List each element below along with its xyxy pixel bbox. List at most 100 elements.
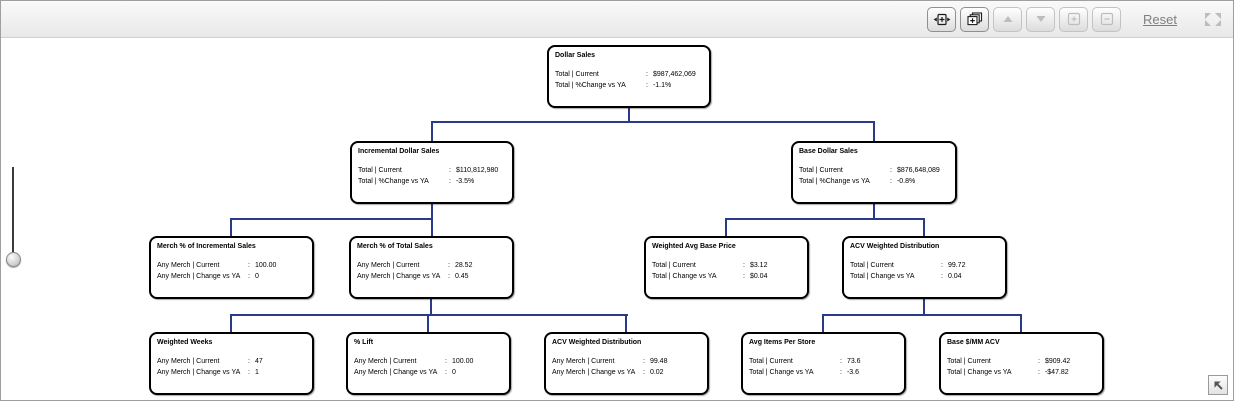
- row-label: Total | %Change vs YA: [555, 82, 626, 89]
- row-value: :-3.5%: [449, 178, 474, 185]
- row-value-text: $0.04: [749, 273, 768, 280]
- row-value-text: $3.12: [749, 262, 768, 269]
- node-row: Any Merch | Current:28.52: [351, 262, 512, 273]
- row-value: :0: [445, 369, 456, 376]
- row-value: :99.72: [941, 262, 965, 269]
- row-label: Total | Change vs YA: [850, 273, 915, 280]
- colon: :: [248, 262, 250, 269]
- colon: :: [248, 358, 250, 365]
- row-label: Total | Change vs YA: [749, 369, 814, 376]
- tree-node-acv-weighted-distribution[interactable]: ACV Weighted Distribution Total | Curren…: [842, 236, 1007, 299]
- tree-node-merch-pct-total-sales[interactable]: Merch % of Total Sales Any Merch | Curre…: [349, 236, 514, 299]
- connector-line: [873, 204, 875, 220]
- row-value-text: 0.04: [947, 273, 962, 280]
- zoom-slider-handle[interactable]: [6, 252, 21, 267]
- expand-all-levels-icon: [966, 12, 982, 26]
- colon: :: [840, 369, 842, 376]
- row-label: Any Merch | Change vs YA: [552, 369, 636, 376]
- tree-node-weighted-avg-base-price[interactable]: Weighted Avg Base Price Total | Current:…: [644, 236, 809, 299]
- node-row: Total | Change vs YA:0.04: [844, 273, 1005, 284]
- row-label: Any Merch | Current: [357, 262, 420, 269]
- node-row: Total | %Change vs YA:-3.5%: [352, 178, 512, 189]
- row-value: :0.02: [643, 369, 664, 376]
- node-row: Total | Change vs YA: $0.04: [646, 273, 807, 284]
- node-title: Base $/MM ACV: [947, 339, 1000, 346]
- row-label: Any Merch | Current: [157, 358, 220, 365]
- row-label: Any Merch | Change vs YA: [157, 273, 241, 280]
- row-value: :-$47.82: [1038, 369, 1069, 376]
- fit-width-button[interactable]: [927, 6, 957, 32]
- connector-line: [625, 314, 627, 332]
- node-row: Total | Current:$110,812,980: [352, 167, 512, 178]
- tree-node-weighted-weeks[interactable]: Weighted Weeks Any Merch | Current:47 An…: [149, 332, 314, 395]
- node-title: % Lift: [354, 339, 374, 346]
- node-row: Any Merch | Current:100.00: [348, 358, 509, 369]
- row-label: Any Merch | Current: [354, 358, 417, 365]
- four-corner-arrows-icon: [1205, 12, 1221, 26]
- row-label: Any Merch | Current: [552, 358, 615, 365]
- expand-all-levels-button[interactable]: [960, 6, 990, 32]
- colon: :: [743, 273, 745, 280]
- row-value: :-0.8%: [890, 178, 915, 185]
- row-label: Any Merch | Change vs YA: [357, 273, 441, 280]
- connector-line: [822, 314, 824, 332]
- node-row: Total | Current:$987,462,069: [549, 71, 709, 82]
- reset-link[interactable]: Reset: [1143, 11, 1177, 27]
- connector-line: [230, 314, 628, 316]
- colon: :: [1038, 369, 1040, 376]
- colon: :: [248, 369, 250, 376]
- row-label: Total | Change vs YA: [652, 273, 717, 280]
- node-row: Any Merch | Current:100.00: [151, 262, 312, 273]
- zoom-in-button[interactable]: [1059, 6, 1089, 32]
- tree-node-avg-items-per-store[interactable]: Avg Items Per Store Total | Current:73.6…: [741, 332, 906, 395]
- row-value-text: 0: [451, 369, 456, 376]
- triangle-up-icon: [1003, 16, 1013, 22]
- toolbar: Reset: [1, 1, 1233, 38]
- colon: :: [643, 369, 645, 376]
- row-label: Total | Current: [850, 262, 894, 269]
- zoom-out-button[interactable]: [1092, 6, 1122, 32]
- colon: :: [449, 167, 451, 174]
- tree-node-pct-lift[interactable]: % Lift Any Merch | Current:100.00 Any Me…: [346, 332, 511, 395]
- tree-node-dollar-sales[interactable]: Dollar Sales Total | Current:$987,462,06…: [547, 45, 711, 108]
- row-value-text: 100.00: [254, 262, 277, 269]
- tree-node-incremental-dollar-sales[interactable]: Incremental Dollar Sales Total | Current…: [350, 141, 514, 204]
- node-row: Total | Current:99.72: [844, 262, 1005, 273]
- node-row: Any Merch | Change vs YA:0.02: [546, 369, 707, 380]
- tree-node-acv-weighted-distribution-2[interactable]: ACV Weighted Distribution Any Merch | Cu…: [544, 332, 709, 395]
- row-value: : $0.04: [743, 273, 767, 280]
- zoom-slider[interactable]: [5, 167, 21, 273]
- connector-line: [923, 299, 925, 315]
- node-row: Total | %Change vs YA:-1.1%: [549, 82, 709, 93]
- move-down-button[interactable]: [1026, 6, 1056, 32]
- tree-node-merch-pct-incremental-sales[interactable]: Merch % of Incremental Sales Any Merch |…: [149, 236, 314, 299]
- tree-node-base-dollar-sales[interactable]: Base Dollar Sales Total | Current:$876,6…: [791, 141, 957, 204]
- colon: :: [248, 273, 250, 280]
- row-label: Total | Current: [947, 358, 991, 365]
- row-value-text: 73.6: [846, 358, 861, 365]
- row-value-text: $110,812,980: [455, 167, 499, 174]
- colon: :: [445, 369, 447, 376]
- zoom-slider-track[interactable]: [12, 167, 14, 259]
- node-row: Any Merch | Current:47: [151, 358, 312, 369]
- row-value: :100.00: [248, 262, 276, 269]
- fullscreen-toggle[interactable]: [1203, 11, 1223, 28]
- colon: :: [890, 167, 892, 174]
- move-up-button[interactable]: [993, 6, 1023, 32]
- row-value-text: -3.6: [846, 369, 860, 376]
- node-title: Weighted Weeks: [157, 339, 213, 346]
- node-title: Base Dollar Sales: [799, 148, 858, 155]
- row-label: Total | Current: [799, 167, 843, 174]
- tree-node-base-dollar-mm-acv[interactable]: Base $/MM ACV Total | Current :$909.42 To…: [939, 332, 1104, 395]
- node-row: Total | %Change vs YA:-0.8%: [793, 178, 955, 189]
- row-label: Total | Change vs YA: [947, 369, 1012, 376]
- scroll-to-origin-button[interactable]: [1208, 375, 1228, 395]
- connector-line: [628, 107, 630, 123]
- row-value-text: 0.02: [649, 369, 664, 376]
- row-value-text: 99.72: [947, 262, 966, 269]
- row-value: :$909.42: [1038, 358, 1070, 365]
- row-value-text: 99.48: [649, 358, 668, 365]
- connector-line: [230, 218, 433, 220]
- colon: :: [941, 262, 943, 269]
